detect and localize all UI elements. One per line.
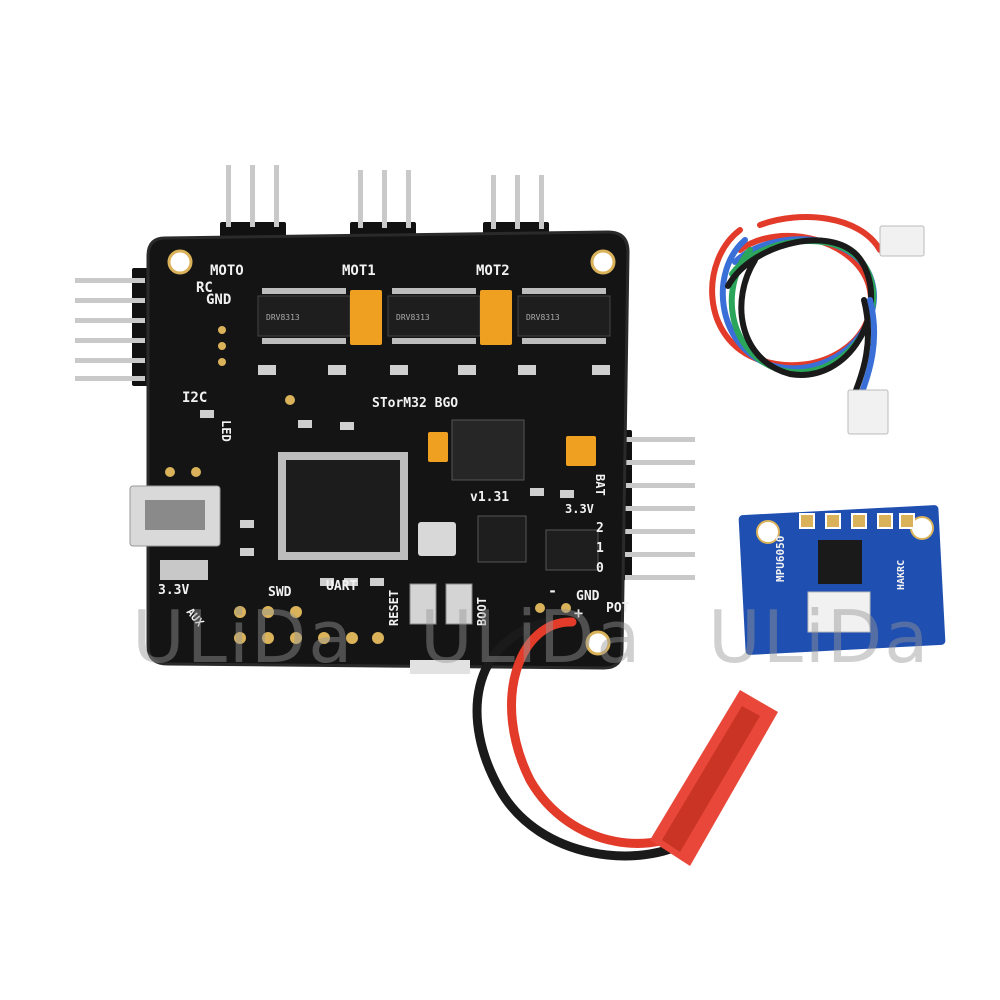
watermark-left: ULiDa [132,595,355,679]
label-bat: BAT [593,474,607,496]
sensor-brand: HAKRC [896,560,907,590]
label-rc: RC [196,280,213,296]
label-minus: - [548,582,557,600]
label-33v: 3.3V [158,583,189,598]
small-ic [545,529,599,571]
driver-marking: DRV8313 [266,313,300,322]
label-reset: RESET [387,590,401,626]
mount-hole [167,249,193,275]
sensor-model: MPU6050 [774,536,787,582]
sensor-cable-coil [709,214,883,403]
tantalum-capacitor [566,436,596,466]
driver-marking: DRV8313 [396,313,430,322]
label-gnd-bottom: GND [576,589,600,604]
label-digit-2: 2 [596,521,604,536]
label-version: v1.31 [470,490,509,505]
moto-pin-header [220,165,286,246]
label-33v-right: 3.3V [565,502,594,516]
cable-plug [879,225,925,257]
label-led: LED [219,420,233,442]
motor-driver-chip [257,295,351,337]
driver-marking: DRV8313 [526,313,560,322]
label-swd: SWD [268,585,292,600]
motor-driver-chip [517,295,611,337]
label-pot: POT [606,601,630,616]
mount-hole [590,249,616,275]
jst-connector [650,690,778,866]
label-plus: + [574,604,583,622]
voltage-regulator [451,419,525,481]
power-cable [472,617,778,866]
cable-plug [847,389,889,435]
label-digit-0: 0 [596,561,604,576]
mpu6050-sensor-board: MPU6050 HAKRC [738,505,946,655]
label-moto: MOTO [210,263,244,279]
tantalum-capacitor [480,290,512,345]
gold-pads [165,326,571,644]
bottom-connector [410,660,470,674]
label-mot1: MOT1 [342,263,376,279]
watermark-center: ULiDa [420,595,643,679]
label-gnd: GND [206,292,231,308]
label-mot2: MOT2 [476,263,510,279]
gimbal-controller-board: MOTO MOT1 MOT2 RC GND I2C LED STorM32 BG… [129,230,630,674]
label-digit-1: 1 [596,541,604,556]
small-ic [477,515,527,563]
left-pin-header [75,268,154,386]
sensor-connector [807,591,871,633]
label-boot: BOOT [475,597,489,626]
mpu-chip [818,540,862,584]
label-model: STorM32 BGO [372,396,458,411]
tantalum-capacitor [350,290,382,345]
tantalum-capacitor [428,432,448,462]
mcu-chip [278,452,408,560]
label-i2c: I2C [182,390,207,406]
motor-driver-chip [387,295,481,337]
boot-button [445,583,473,625]
label-uart: UART [326,579,357,594]
mount-hole [585,630,611,656]
watermark-right: ULiDa [708,595,931,679]
reset-button [409,583,437,625]
crystal-oscillator [418,522,456,556]
mini-usb-port [129,485,221,580]
